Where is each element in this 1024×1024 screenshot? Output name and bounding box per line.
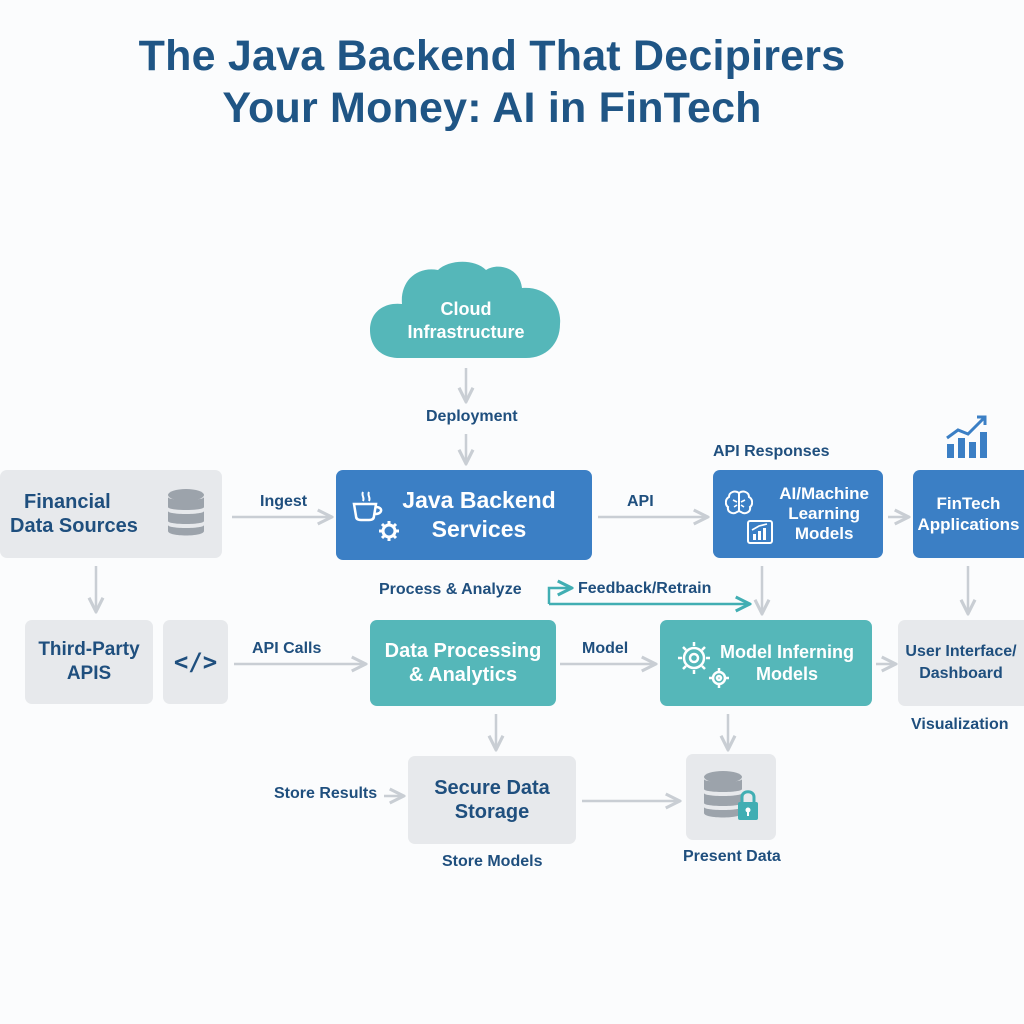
fintech-label-line-1: FinTech [936, 494, 1001, 513]
java-label-line-1: Java Backend [402, 487, 556, 513]
label-present-data: Present Data [683, 848, 781, 865]
label-deployment: Deployment [426, 408, 518, 425]
database-lock-icon [704, 771, 758, 820]
bar-chart-growth-icon [946, 415, 987, 458]
financial-label-line-1: Financial [24, 491, 111, 513]
storage-label-line-1: Secure Data [434, 777, 550, 799]
fintech-label-line-2: Applications [917, 515, 1020, 534]
financial-label-line-2: Data Sources [10, 515, 138, 537]
page-title: The Java Backend That Decipirers Your Mo… [0, 30, 984, 134]
thirdparty-label-line-1: Third-Party [38, 639, 140, 660]
label-model: Model [582, 640, 629, 657]
coffee-cup-icon [352, 491, 383, 522]
code-icon: </> [173, 648, 218, 676]
secure-data-storage-node: Secure Data Storage [408, 756, 576, 844]
label-ingest: Ingest [260, 493, 308, 510]
thirdparty-label-line-2: APIS [66, 663, 112, 684]
label-api-calls: API Calls [252, 640, 322, 657]
gears-icon [678, 642, 729, 688]
cloud-infrastructure-node: Cloud Infrastructure [370, 258, 562, 360]
ui-label-line-1: User Interface/ [905, 643, 1017, 660]
ai-label-line-2: Learning [788, 504, 861, 523]
chart-icon [747, 520, 773, 544]
java-label-line-2: Services [431, 516, 527, 542]
ui-label-line-2: Dashboard [919, 665, 1003, 682]
label-feedback-retrain: Feedback/Retrain [578, 580, 712, 597]
title-line-2: Your Money: AI in FinTech [222, 84, 762, 132]
arrow-feedback-retrain [547, 588, 570, 604]
code-node: </> [163, 620, 228, 704]
brain-icon [725, 490, 753, 515]
model-inferning-node: Model Inferning Models [660, 620, 872, 706]
label-process-analyze: Process & Analyze [379, 581, 522, 598]
data-processing-analytics-node: Data Processing & Analytics [370, 620, 556, 706]
ai-label-line-3: Models [794, 524, 854, 543]
title-line-1: The Java Backend That Decipirers [138, 32, 846, 80]
label-visualization: Visualization [911, 716, 1009, 733]
label-api: API [627, 493, 654, 510]
financial-data-sources-node: Financial Data Sources [0, 470, 222, 558]
fintech-applications-node: FinTech Applications [913, 470, 1024, 558]
cloud-label-line-1: Cloud [440, 299, 492, 319]
cloud-label-line-2: Infrastructure [407, 322, 525, 342]
label-store-results: Store Results [274, 785, 378, 802]
database-icon [168, 489, 204, 536]
java-backend-services-node: Java Backend Services [336, 470, 592, 560]
label-api-responses: API Responses [713, 443, 830, 460]
cloud-shape [370, 261, 561, 358]
inferning-label-line-2: Models [755, 664, 818, 684]
inferning-label-line-1: Model Inferning [720, 642, 854, 662]
storage-label-line-2: Storage [454, 801, 530, 823]
processing-label-line-2: & Analytics [408, 664, 518, 686]
ai-label-line-1: AI/Machine [779, 484, 869, 503]
present-data-node [686, 754, 776, 840]
third-party-apis-node: Third-Party APIS [25, 620, 153, 704]
label-store-models: Store Models [442, 853, 543, 870]
ai-machine-learning-node: AI/Machine Learning Models [713, 470, 883, 558]
processing-label-line-1: Data Processing [384, 640, 542, 662]
user-interface-dashboard-node: User Interface/ Dashboard [898, 620, 1024, 706]
gear-icon [379, 521, 399, 541]
